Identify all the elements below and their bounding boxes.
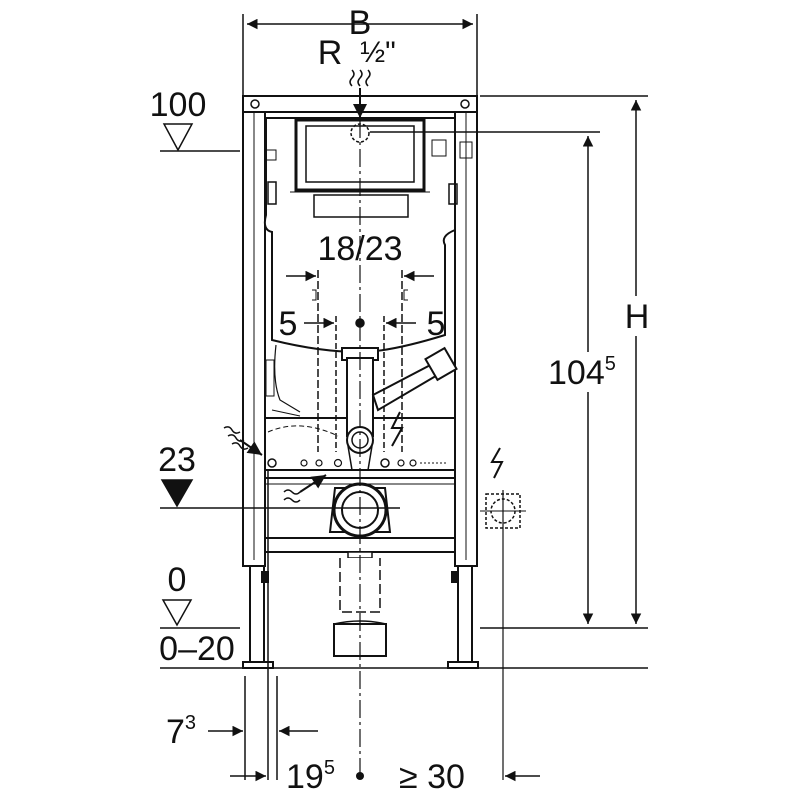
supply-pipe-icon <box>223 426 263 456</box>
socket-icon <box>480 490 526 780</box>
dimension-b <box>242 14 478 96</box>
label-depth-frame: 73 <box>166 712 196 751</box>
drain-arrow-icon <box>283 474 327 503</box>
centre-point <box>356 772 364 780</box>
label-pipe-spacing: 18/23 <box>317 230 402 268</box>
label-thread: R <box>318 34 343 72</box>
label-height-total: H <box>625 298 650 336</box>
dimension-offsets <box>304 316 416 452</box>
label-level-0: 0 <box>168 561 187 599</box>
floor-lines <box>160 627 648 669</box>
label-level-23: 23 <box>158 441 196 479</box>
label-height-main: 1045 <box>548 353 616 392</box>
flush-pipe <box>341 346 458 471</box>
label-backdrop <box>620 296 654 336</box>
level-100-marker <box>160 123 240 152</box>
cistern-icon <box>263 117 473 417</box>
water-supply-icon <box>349 69 371 143</box>
level-0-marker <box>161 599 193 627</box>
label-backdrop <box>545 352 633 392</box>
label-min-distance: ≥ 30 <box>399 758 465 796</box>
bottom-dimensions <box>208 470 540 782</box>
label-level-100: 100 <box>150 86 207 124</box>
label-width: B <box>349 4 372 42</box>
dimension-pipe-spacing <box>286 270 434 452</box>
label-offset-left: 5 <box>279 305 298 343</box>
label-thread-size: ½" <box>360 36 396 69</box>
level-23-marker <box>160 479 400 509</box>
label-depth-axis: 195 <box>286 757 335 796</box>
dimension-height-total <box>480 95 648 624</box>
label-offset-right: 5 <box>427 305 446 343</box>
label-floor-range: 0–20 <box>159 630 235 668</box>
electrical-icon <box>390 411 504 479</box>
